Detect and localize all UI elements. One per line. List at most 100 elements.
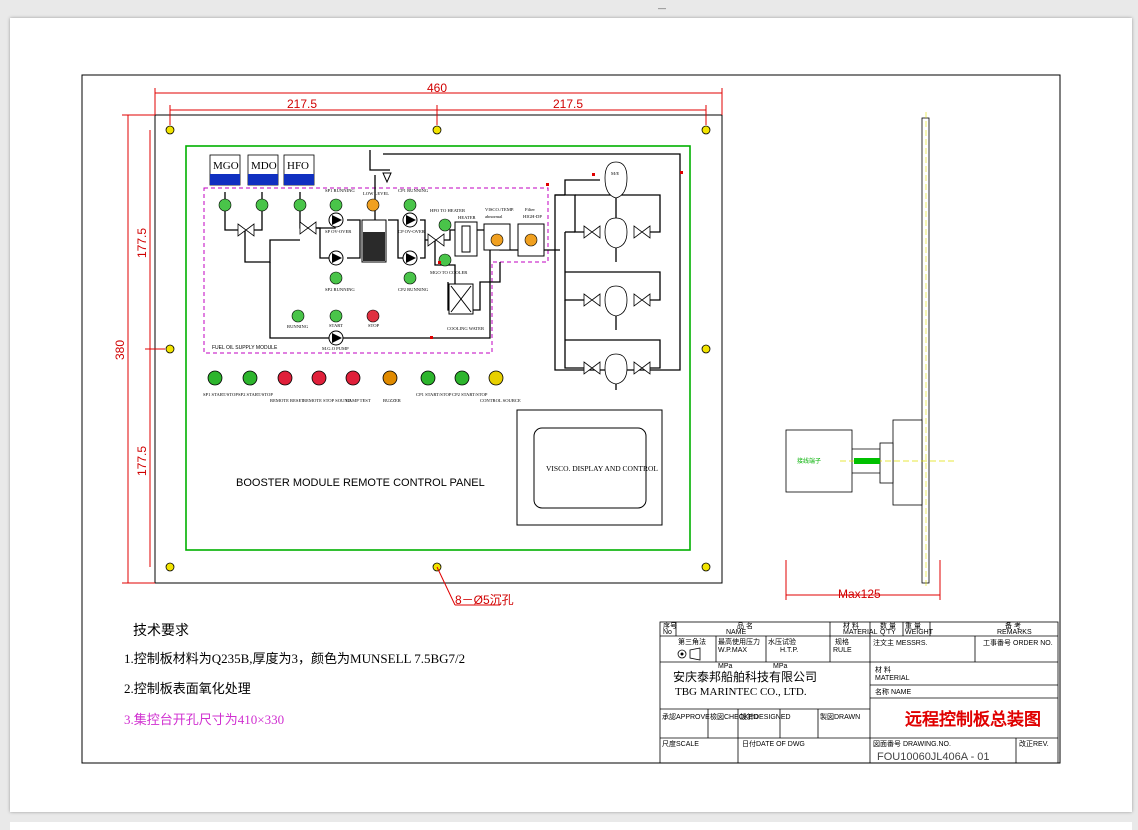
dim-half-left: 217.5 — [287, 97, 317, 111]
tb-checked: 檢図CHECKED — [710, 712, 758, 721]
flow-markers — [430, 171, 683, 339]
buzzer-label: BUZZER — [383, 398, 402, 403]
tank-mgo-label: MGO — [213, 160, 239, 172]
lbl-mgo-to-cooler: MGO TO COOLER — [430, 270, 468, 275]
tech-req-1: 1.控制板材料为Q235B,厚度为3，颜色为MUNSELL 7.5BG7/2 — [124, 651, 465, 666]
lbl-sp-over: SP OV-OVER — [325, 229, 352, 234]
engines — [604, 161, 628, 385]
title-block — [659, 621, 1059, 764]
top-mark: — — [658, 4, 666, 13]
lbl-low-level: LOW LEVEL — [363, 191, 389, 196]
tank-mgo: MGO — [209, 154, 241, 186]
tank-hfo: HFO — [283, 154, 315, 186]
mounting-holes — [165, 125, 711, 572]
button-sp1[interactable]: SP1 START/STOP — [203, 370, 238, 397]
dimension-lines — [122, 88, 941, 606]
control-buttons: SP1 START/STOP SP2 START/STOP REMOTE RES… — [203, 370, 521, 403]
fuel-oil-supply-module-outline — [203, 187, 549, 354]
tb-wp-en: W.P.MAX — [718, 647, 747, 654]
arrow-down-icon — [382, 172, 392, 184]
tb-name2: 名称 NAME — [875, 687, 911, 696]
button-control-source[interactable]: CONTROL SOURCE — [480, 370, 521, 403]
tech-req-title: 技术要求 — [133, 622, 189, 638]
lbl-filter: Filter — [525, 207, 535, 212]
lbl-sp1-running: SP1 RUNNING — [325, 188, 355, 193]
tb-rev: 改正REV. — [1019, 739, 1049, 748]
button-cp2[interactable]: CP2 START/STOP — [452, 370, 488, 397]
projection-symbol-icon — [677, 647, 701, 661]
tb-name: 品 名 — [737, 621, 753, 630]
tb-remarks-en: REMARKS — [997, 629, 1032, 636]
dim-overall-width: 460 — [427, 81, 447, 95]
next-page-edge — [10, 822, 1132, 830]
green-frame — [185, 145, 691, 551]
visco-lamp — [490, 233, 504, 247]
tb-remarks: 备 考 — [1005, 621, 1021, 630]
tb-weight-en: WEIGHT — [905, 629, 934, 636]
tb-material: 材 料 — [843, 621, 859, 630]
button-remote-reset-label: REMOTE RESET — [270, 398, 304, 403]
visco-display-label: VISCO. DISPLAY AND CONTROL — [546, 464, 658, 473]
tb-projection: 第三角法 — [678, 637, 706, 646]
button-cp1-label: CP1 START/STOP — [416, 392, 452, 397]
button-cp2-label: CP2 START/STOP — [452, 392, 488, 397]
tb-wp-unit: MPa — [718, 663, 733, 670]
button-sp2[interactable]: SP2 START/STOP — [238, 370, 273, 397]
button-control-source-label: CONTROL SOURCE — [480, 398, 521, 403]
panel-title: BOOSTER MODULE REMOTE CONTROL PANEL — [236, 477, 485, 489]
tech-req-2: 2.控制板表面氧化处理 — [124, 681, 251, 696]
engine-label: M/E — [611, 171, 619, 176]
lbl-sp2-running: SP2 RUNNING — [325, 287, 355, 292]
lbl-hfo-to-heater: HFO TO HEATER — [430, 208, 466, 213]
tb-company-en: TBG MARINTEC CO., LTD. — [675, 686, 807, 698]
button-lamp-test-label: LAMP TEST — [346, 398, 371, 403]
tb-order: 工事番号 — [983, 638, 1011, 647]
button-cp1[interactable]: CP1 START/STOP — [416, 370, 452, 397]
lbl-stop: STOP — [368, 323, 380, 328]
button-remote-stop-sound[interactable]: REMOTE STOP SOUND — [303, 370, 352, 403]
dim-half-bottom: 177.5 — [135, 446, 149, 476]
button-lamp-test[interactable]: LAMP TEST — [345, 370, 371, 403]
lbl-cp-over: CP OV-OVER — [398, 229, 426, 234]
tb-rule-en: RULE — [833, 647, 852, 654]
dim-height: 380 — [113, 340, 127, 360]
tb-rule: 规格 — [835, 637, 849, 646]
tb-drawing-title: 远程控制板总装图 — [905, 709, 1041, 729]
tb-messrs: 注文主 MESSRS. — [873, 638, 928, 647]
visco-display-outer — [516, 409, 663, 526]
lbl-heater: HEATER — [458, 215, 477, 220]
indicator-lamps — [218, 198, 452, 323]
tb-no-en: No — [663, 629, 672, 636]
dim-half-right: 217.5 — [553, 97, 583, 111]
tank-mdo-label: MDO — [251, 160, 277, 172]
buzzer: BUZZER — [382, 370, 402, 403]
tb-qty-en: Q'TY — [880, 629, 896, 636]
lbl-filter-sub: HIGH-DP — [523, 214, 542, 219]
side-view: 接线端子 — [785, 112, 955, 588]
tb-name-en: NAME — [726, 629, 747, 636]
tb-scale: 尺度SCALE — [662, 739, 699, 748]
lbl-visco: VISCO./TEMP. — [485, 207, 514, 212]
tb-material-en: MATERIAL — [843, 629, 878, 636]
tb-company-cn: 安庆泰邦船舶科技有限公司 — [673, 669, 817, 684]
tb-order-en: ORDER NO. — [1013, 640, 1053, 647]
tb-drawn: 製図DRAWN — [820, 712, 860, 721]
button-remote-stop-sound-label: REMOTE STOP SOUND — [303, 398, 352, 403]
lbl-cp1-running: CP1 RUNNING — [398, 188, 429, 193]
button-sp1-label: SP1 START/STOP — [203, 392, 238, 397]
filter-lamp — [524, 233, 538, 247]
tb-no: 序号 — [663, 621, 677, 630]
tb-qty: 数 量 — [880, 621, 896, 630]
button-remote-reset[interactable]: REMOTE RESET — [270, 370, 304, 403]
tb-htp-unit: MPa — [773, 663, 788, 670]
lbl-mgo-pump: M.G.O PUMP — [322, 346, 349, 351]
tb-material2: 材 料 — [875, 665, 891, 674]
tank-mdo: MDO — [247, 154, 279, 186]
dim-depth: Max125 — [838, 587, 881, 601]
button-sp2-label: SP2 START/STOP — [238, 392, 273, 397]
side-label: 接线端子 — [797, 457, 821, 465]
tank-hfo-label: HFO — [287, 160, 309, 172]
buffer-tank-level — [363, 232, 385, 261]
drawing-border — [81, 74, 1061, 764]
